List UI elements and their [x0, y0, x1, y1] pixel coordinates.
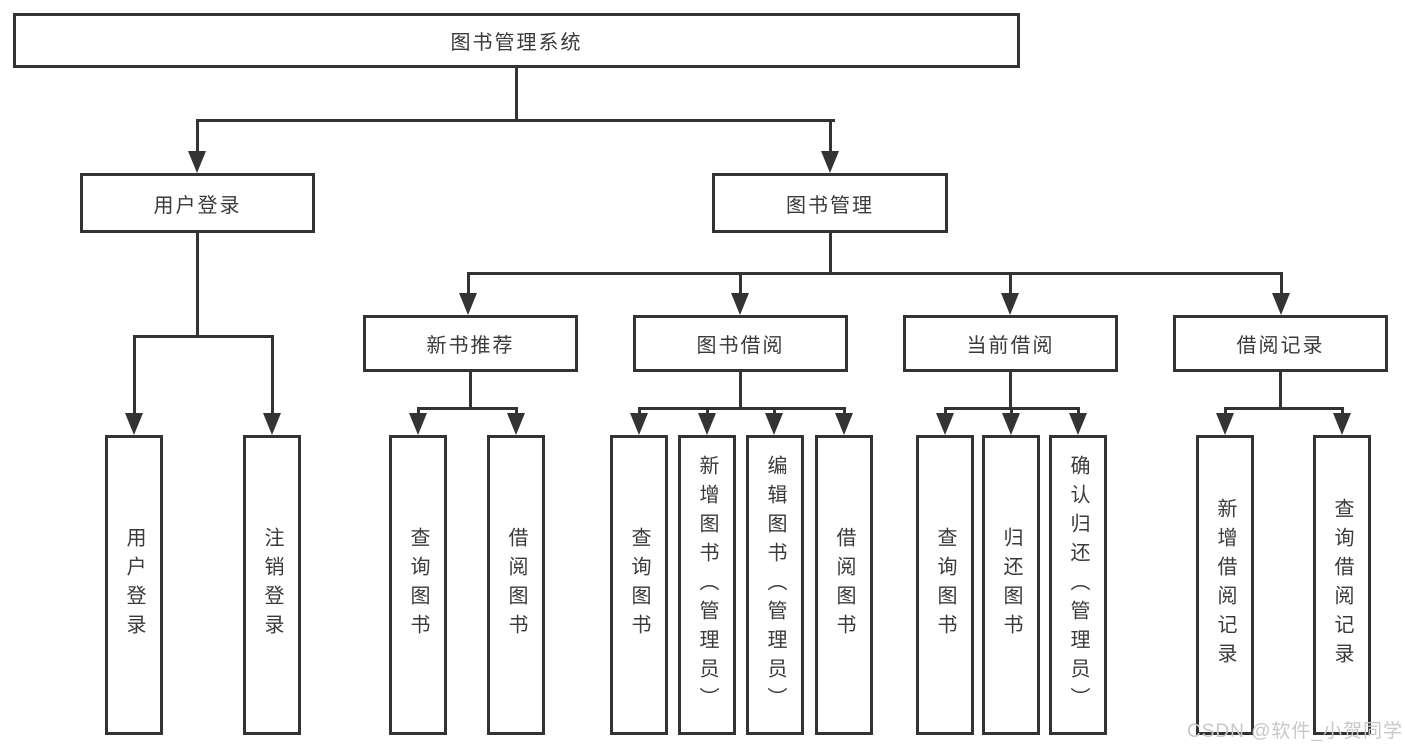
connector-drop-leaf — [133, 335, 136, 415]
leaf-add-borrow-record: 新增借阅记录 — [1196, 435, 1254, 735]
node-library-management-system: 图书管理系统 — [13, 13, 1020, 68]
node-new-book-recommend: 新书推荐 — [363, 315, 578, 372]
leaf-query-books-current: 查询图书 — [916, 435, 974, 735]
arrowhead-book-management — [821, 151, 839, 173]
leaf-label: 查询图书 — [934, 527, 956, 643]
connector-book-borrow-rail — [638, 407, 845, 410]
connector-drop-leaf — [843, 407, 846, 417]
node-label: 新书推荐 — [426, 335, 515, 357]
arrowhead-book-borrow — [731, 293, 749, 315]
arrowhead-leaf — [765, 413, 783, 435]
connector-new-book-stem — [469, 372, 472, 410]
connector-drop-current-borrow — [1009, 272, 1012, 294]
arrowhead-leaf — [630, 413, 648, 435]
connector-drop-borrow-records — [1280, 272, 1283, 294]
connector-drop-leaf — [1341, 407, 1344, 417]
node-label: 图书借阅 — [696, 335, 785, 357]
leaf-label: 查询图书 — [407, 527, 429, 643]
arrowhead-leaf — [263, 413, 281, 435]
arrowhead-leaf — [1216, 413, 1234, 435]
leaf-label: 用户登录 — [123, 527, 145, 643]
leaf-return-books: 归还图书 — [982, 435, 1040, 735]
connector-borrow-records-rail — [1224, 407, 1343, 410]
csdn-watermark: CSDN @软件_小贺同学 — [1187, 721, 1403, 742]
connector-drop-leaf — [1224, 407, 1227, 417]
arrowhead-leaf — [1002, 413, 1020, 435]
arrowhead-leaf — [507, 413, 525, 435]
connector-new-book-rail — [417, 407, 517, 410]
connector-level2-rail — [196, 119, 835, 122]
node-borrow-records: 借阅记录 — [1173, 315, 1388, 372]
node-label: 当前借阅 — [966, 335, 1055, 357]
arrowhead-leaf — [1069, 413, 1087, 435]
leaf-query-books-recommend: 查询图书 — [389, 435, 447, 735]
connector-drop-leaf — [1010, 407, 1013, 417]
connector-book-borrow-stem — [739, 372, 742, 410]
arrowhead-leaf — [698, 413, 716, 435]
connector-drop-leaf — [706, 407, 709, 417]
connector-drop-new-book — [467, 272, 470, 294]
leaf-label: 编辑图书（管理员） — [764, 454, 786, 716]
node-user-login: 用户登录 — [80, 173, 315, 233]
connector-drop-leaf — [944, 407, 947, 417]
connector-drop-leaf — [515, 407, 518, 417]
leaf-label: 新增图书（管理员） — [696, 454, 718, 716]
leaf-confirm-return-admin: 确认归还（管理员） — [1049, 435, 1107, 735]
leaf-logout: 注销登录 — [243, 435, 301, 735]
node-label: 图书管理 — [786, 194, 874, 217]
arrowhead-current-borrow — [1001, 293, 1019, 315]
leaf-label: 查询图书 — [628, 527, 650, 643]
leaf-query-borrow-record: 查询借阅记录 — [1313, 435, 1371, 735]
connector-borrow-records-stem — [1279, 372, 1282, 410]
leaf-edit-books-admin: 编辑图书（管理员） — [746, 435, 804, 735]
connector-drop-leaf — [1077, 407, 1080, 417]
leaf-label: 借阅图书 — [833, 527, 855, 643]
arrowhead-leaf — [125, 413, 143, 435]
arrowhead-borrow-records — [1272, 293, 1290, 315]
leaf-query-books-borrow: 查询图书 — [610, 435, 668, 735]
arrowhead-leaf — [409, 413, 427, 435]
connector-drop-book-management — [829, 119, 832, 153]
leaf-borrow-books-recommend: 借阅图书 — [487, 435, 545, 735]
arrowhead-leaf — [936, 413, 954, 435]
arrowhead-new-book — [459, 293, 477, 315]
connector-root-stem — [515, 68, 518, 119]
connector-user-login-rail — [133, 335, 273, 338]
connector-user-login-stem — [196, 233, 199, 338]
leaf-label: 归还图书 — [1000, 527, 1022, 643]
node-current-borrow: 当前借阅 — [903, 315, 1118, 372]
node-label: 用户登录 — [153, 194, 242, 217]
arrowhead-leaf — [1333, 413, 1351, 435]
node-label: 借阅记录 — [1236, 335, 1325, 357]
connector-drop-leaf — [638, 407, 641, 417]
node-label: 图书管理系统 — [450, 32, 583, 54]
leaf-borrow-books: 借阅图书 — [815, 435, 873, 735]
connector-drop-user-login — [196, 119, 199, 153]
connector-drop-leaf — [417, 407, 420, 417]
leaf-label: 查询借阅记录 — [1331, 498, 1353, 672]
leaf-label: 确认归还（管理员） — [1067, 454, 1089, 716]
arrowhead-user-login — [188, 151, 206, 173]
connector-level3-rail — [467, 272, 1282, 275]
leaf-add-books-admin: 新增图书（管理员） — [678, 435, 736, 735]
node-book-borrow: 图书借阅 — [633, 315, 848, 372]
arrowhead-leaf — [835, 413, 853, 435]
connector-drop-leaf — [271, 335, 274, 415]
connector-book-management-stem — [829, 233, 832, 275]
node-book-management: 图书管理 — [712, 173, 948, 233]
connector-drop-leaf — [773, 407, 776, 417]
connector-current-borrow-stem — [1009, 372, 1012, 410]
leaf-label: 注销登录 — [261, 527, 283, 643]
leaf-label: 新增借阅记录 — [1214, 498, 1236, 672]
leaf-user-login: 用户登录 — [105, 435, 163, 735]
connector-drop-book-borrow — [739, 272, 742, 294]
leaf-label: 借阅图书 — [505, 527, 527, 643]
